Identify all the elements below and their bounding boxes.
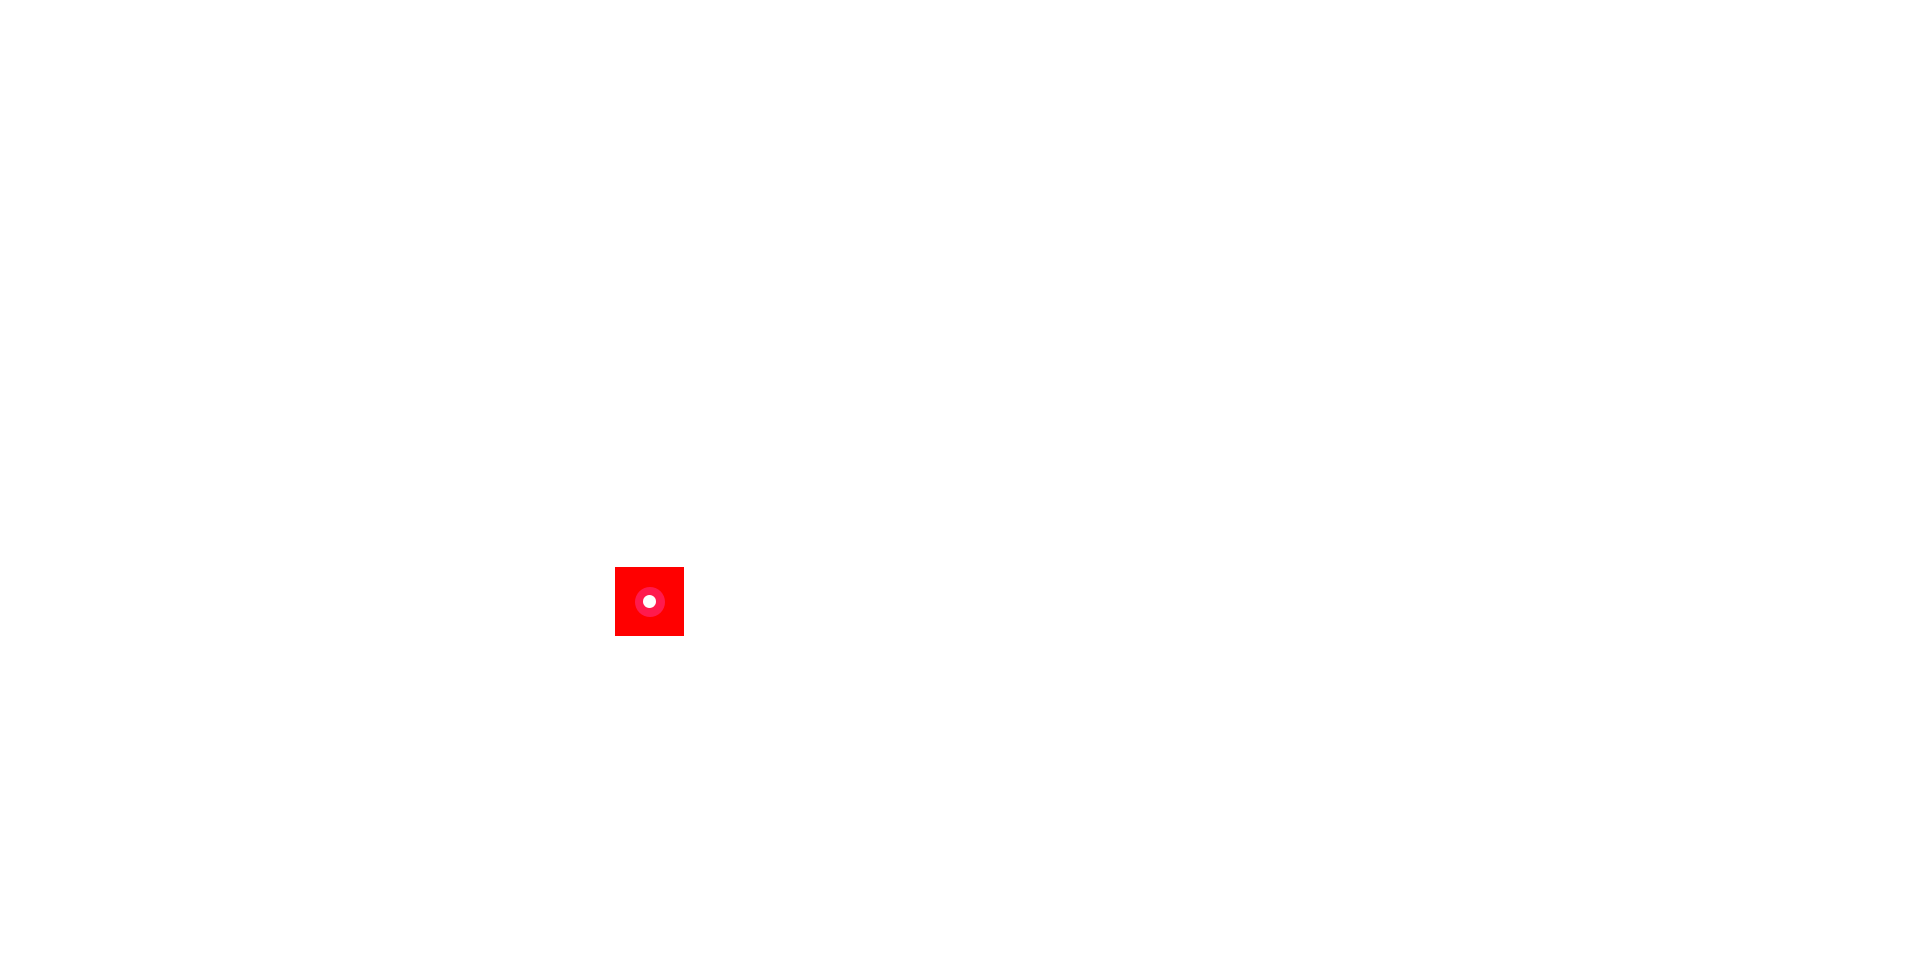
- red-marker[interactable]: [615, 567, 684, 636]
- marker-ring: [634, 586, 665, 617]
- marker-center-dot: [643, 595, 656, 608]
